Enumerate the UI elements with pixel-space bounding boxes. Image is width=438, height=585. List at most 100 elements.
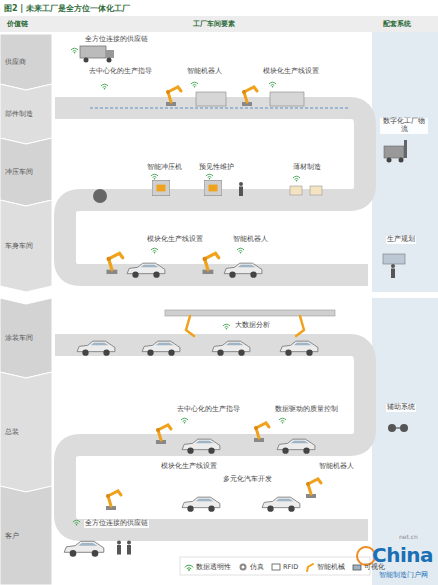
illustration-part <box>101 84 108 89</box>
illustration-part <box>206 174 213 179</box>
illustration-part <box>372 298 438 585</box>
illustration-part <box>400 424 408 432</box>
illustration-part <box>106 491 121 510</box>
element-label: 智能机器人 <box>318 463 355 471</box>
illustration-part <box>280 341 318 356</box>
watermark-text: 智能制造门户网 <box>378 571 429 579</box>
legend-sample <box>352 562 362 572</box>
illustration-part <box>107 58 112 63</box>
illustration-part <box>182 497 220 512</box>
element-label: 智能机器人 <box>186 68 223 76</box>
illustration-part <box>166 87 181 106</box>
band-label: 部件制造 <box>5 109 33 119</box>
illustration-part <box>203 253 219 274</box>
band-outline <box>0 34 52 90</box>
illustration-part <box>388 424 396 432</box>
illustration-part <box>93 189 107 203</box>
illustration-part <box>117 541 121 555</box>
illustration-part <box>127 541 131 555</box>
band-label: 供应商 <box>5 57 26 67</box>
illustration-part <box>107 253 123 274</box>
illustration-part <box>127 263 165 278</box>
illustration-part <box>0 292 438 298</box>
illustration-part <box>296 316 304 336</box>
element-label: 全方位连接的供应链 <box>84 36 149 44</box>
watermark-text: net.cn <box>398 533 419 540</box>
band-label: 涂装车间 <box>5 333 33 343</box>
legend-entry: 数据透明性 <box>184 562 231 572</box>
illustration-part <box>180 557 370 575</box>
illustration-part <box>269 82 276 87</box>
illustration-part <box>151 248 158 253</box>
legend-icon <box>188 569 190 571</box>
element-label: 生产规划 <box>386 236 416 244</box>
illustration-part <box>399 158 404 163</box>
illustration-part <box>387 158 392 163</box>
illustration-part <box>80 46 106 58</box>
element-label: 智能机器人 <box>232 236 269 244</box>
element-label: 数据驱动的质量控制 <box>274 406 339 414</box>
legend-text: 智能机械 <box>317 563 345 572</box>
illustration-part <box>239 182 243 196</box>
element-label: 辅助系统 <box>386 404 416 412</box>
legend-icon <box>272 564 280 570</box>
legend-entry: 仿真 <box>238 562 264 572</box>
illustration-part <box>383 254 405 264</box>
legend-icon <box>240 564 247 571</box>
band-outline <box>0 298 52 378</box>
column-header: 配套系统 <box>382 20 412 28</box>
legend-text: 可视化 <box>364 563 385 572</box>
band-outline <box>0 200 52 292</box>
illustration-part <box>254 423 269 442</box>
illustration-part <box>77 341 115 356</box>
illustration-part <box>73 520 80 525</box>
illustration-part <box>90 107 350 108</box>
band-label: 冲压车间 <box>5 167 33 177</box>
element-label: 去中心化的生产指导 <box>88 68 153 76</box>
legend-sample <box>271 562 281 572</box>
illustration-part <box>290 186 302 195</box>
illustration-part <box>152 180 170 196</box>
illustration-part <box>182 439 220 454</box>
legend-entry: 可视化 <box>352 562 385 572</box>
illustration-part <box>277 439 315 454</box>
legend-icon <box>187 568 191 569</box>
illustration-part <box>396 427 400 428</box>
legend-sample <box>238 562 248 572</box>
value-chain-band: 冲压车间 <box>0 138 52 206</box>
illustration-part <box>270 92 304 106</box>
band-label: 总装 <box>5 427 19 437</box>
illustration-part <box>279 418 286 423</box>
illustration-part <box>151 174 158 179</box>
element-label: 数字化工厂物流 <box>380 118 428 134</box>
column-header: 工厂车间要素 <box>192 20 236 28</box>
band-outline <box>0 84 52 144</box>
legend: 数据透明性仿真RFID智能机械可视化 <box>184 562 385 572</box>
band-outline <box>0 486 52 585</box>
illustration-part <box>242 87 257 106</box>
illustration-part <box>372 32 438 292</box>
band-label: 客户 <box>5 531 19 541</box>
legend-sample <box>184 562 194 572</box>
illustration-part <box>181 418 188 423</box>
legend-icon <box>185 565 193 567</box>
legend-sample <box>305 562 315 572</box>
illustration-part <box>55 108 368 275</box>
illustration-part <box>84 58 89 63</box>
illustration-part <box>293 176 300 181</box>
element-label: 智能冲压机 <box>146 164 183 172</box>
legend-icon <box>353 565 361 570</box>
element-label: 模块化生产线设置 <box>146 236 204 244</box>
legend-text: 仿真 <box>250 563 264 572</box>
illustration-part <box>224 263 262 278</box>
figure-title: 图2 | 未来工厂是全方位一体化工厂 <box>4 3 130 14</box>
value-chain-band: 涂装车间 <box>0 298 52 378</box>
illustration-part <box>306 479 321 498</box>
illustration-part <box>196 92 226 106</box>
legend-entry: 智能机械 <box>305 562 345 572</box>
legend-icon <box>307 564 313 571</box>
element-label: 去中心化的生产指导 <box>176 406 241 414</box>
illustration-part <box>391 264 395 278</box>
illustration-part <box>384 146 404 158</box>
illustration-part <box>156 425 171 444</box>
